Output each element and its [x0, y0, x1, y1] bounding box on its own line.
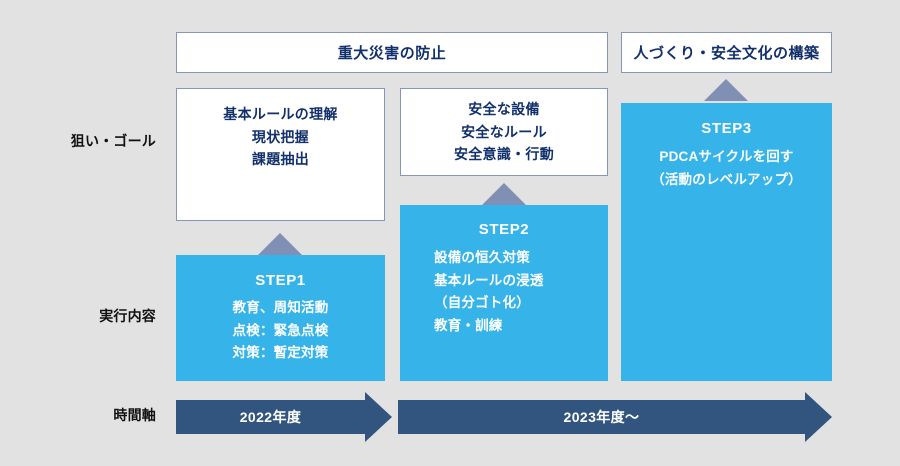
banner-people-safety-culture: 人づくり・安全文化の構築 — [621, 32, 832, 73]
step-box-step1: STEP1 教育、周知活動 点検：緊急点検 対策：暫定対策 — [176, 255, 385, 381]
step-box-step2-line-3: （自分ゴト化） — [434, 295, 530, 311]
goal-box-step2: 安全な設備 安全なルール 安全意識・行動 — [400, 88, 608, 176]
goal-box-step1-line-3: 課題抽出 — [251, 151, 310, 168]
step-box-step3-line-1: PDCAサイクルを回す — [659, 149, 794, 164]
timeline-arrow-2022: 2022年度 — [176, 392, 392, 442]
step-box-step1-line-1: 教育、周知活動 — [232, 300, 329, 315]
timeline-arrow-2023-label: 2023年度～ — [563, 409, 640, 425]
row-label-execution: 実行内容 — [99, 308, 156, 324]
banner-major-disaster-prevention: 重大災害の防止 — [176, 32, 608, 73]
connector-arrow-step1-to-goal-icon — [258, 233, 302, 255]
timeline-arrow-2023: 2023年度～ — [398, 392, 832, 442]
timeline-arrow-2023-head-icon — [805, 392, 832, 442]
goal-box-step2-line-2: 安全なルール — [461, 123, 547, 140]
goal-box-step2-line-3: 安全意識・行動 — [453, 146, 555, 163]
banner-major-disaster-prevention-label: 重大災害の防止 — [337, 45, 447, 62]
goal-box-step1-line-2: 現状把握 — [251, 128, 310, 145]
row-label-timeline: 時間軸 — [113, 407, 156, 423]
step-box-step3-body: PDCAサイクルを回す （活動のレベルアップ） — [621, 146, 832, 191]
timeline-arrow-2022-shaft — [176, 400, 365, 434]
step-box-step3: STEP3 PDCAサイクルを回す （活動のレベルアップ） — [621, 103, 832, 381]
timeline-arrow-2022-head-icon — [365, 392, 392, 442]
step-box-step1-line-3: 対策：暫定対策 — [232, 345, 329, 361]
step-box-step1-title: STEP1 — [255, 272, 306, 289]
step-box-step1-line-2: 点検：緊急点検 — [232, 322, 329, 338]
connector-arrow-step2-to-goal-icon — [482, 183, 526, 205]
step-box-step2-title: STEP2 — [478, 221, 530, 238]
timeline-arrow-2023-shaft — [398, 400, 805, 434]
step-box-step3-title: STEP3 — [701, 120, 752, 137]
step-box-step3-line-2: （活動のレベルアップ） — [651, 171, 802, 187]
connector-arrow-step3-to-banner-icon — [704, 79, 748, 101]
timeline-arrow-2022-label: 2022年度 — [239, 409, 302, 425]
row-label-goal: 狙い・ゴール — [70, 133, 156, 149]
goal-box-step1: 基本ルールの理解 現状把握 課題抽出 — [176, 88, 385, 221]
step-box-step2: STEP2 設備の恒久対策 基本ルールの浸透 （自分ゴト化） 教育・訓練 — [400, 205, 608, 381]
banner-people-safety-culture-label: 人づくり・安全文化の構築 — [633, 45, 820, 62]
step-box-step2-line-2: 基本ルールの浸透 — [434, 272, 544, 288]
step-box-step1-body: 教育、周知活動 点検：緊急点検 対策：暫定対策 — [176, 297, 385, 365]
step-box-step2-line-4: 教育・訓練 — [434, 318, 503, 334]
step-box-step2-line-1: 設備の恒久対策 — [434, 250, 530, 265]
step-box-step2-body: 設備の恒久対策 基本ルールの浸透 （自分ゴト化） 教育・訓練 — [400, 247, 608, 338]
goal-box-step1-line-1: 基本ルールの理解 — [223, 106, 338, 122]
goal-box-step2-line-1: 安全な設備 — [468, 100, 540, 117]
